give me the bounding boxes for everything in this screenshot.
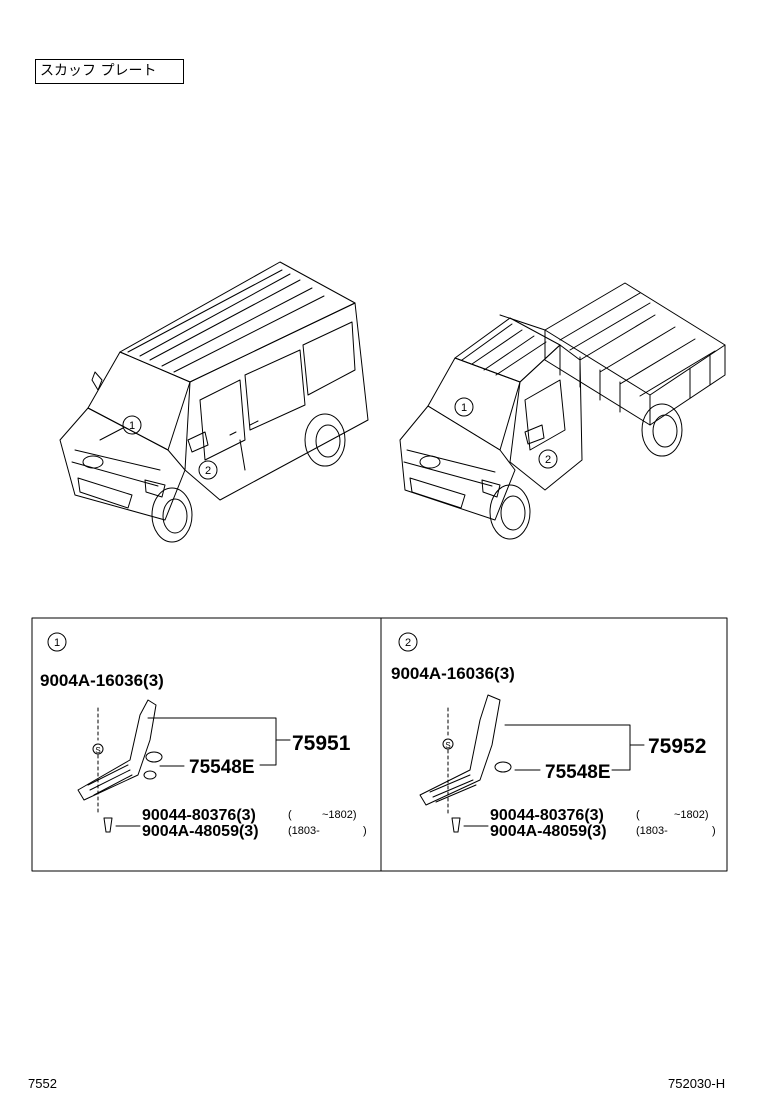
left-sub-part-number: 75548E (189, 757, 255, 778)
truck-illustration (399, 282, 726, 540)
right-panel-marker: 2 (405, 637, 411, 649)
right-sub-part-number: 75548E (545, 762, 611, 783)
right-screw-1-open: ( (636, 809, 640, 821)
truck-callout-2: 2 (545, 454, 551, 466)
right-screw-2-close: ) (712, 825, 716, 837)
right-main-part-number: 75952 (648, 735, 706, 758)
right-screw-1-part-number: 90044-80376(3) (490, 807, 604, 824)
footer-figure-code: 752030-H (668, 1076, 726, 1091)
left-screw-2-close: ) (363, 825, 367, 837)
right-screw-2-part-number: 9004A-48059(3) (490, 823, 607, 840)
right-part-sketch (419, 694, 645, 833)
right-panel-marker-circle (398, 632, 418, 652)
right-s-mark: S (445, 741, 450, 750)
left-screw-1-range: ~1802) (322, 809, 357, 821)
truck-callout-1: 1 (461, 402, 467, 414)
left-panel-marker: 1 (54, 637, 60, 649)
left-s-mark: S (95, 746, 100, 755)
left-screw-1-part-number: 90044-80376(3) (142, 807, 256, 824)
van-illustration (59, 261, 369, 543)
diagram-title: スカッフ プレート (35, 59, 184, 84)
left-screw-2-part-number: 9004A-48059(3) (142, 823, 259, 840)
left-main-part-number: 75951 (292, 732, 351, 755)
left-screw-1-open: ( (288, 809, 292, 821)
left-clip-part-number: 9004A-16036(3) (40, 671, 164, 690)
left-screw-2-range: (1803- (288, 825, 320, 837)
van-callout-2: 2 (205, 465, 211, 477)
van-callout-1: 1 (129, 420, 135, 432)
right-clip-part-number: 9004A-16036(3) (391, 664, 515, 683)
right-screw-2-range: (1803- (636, 825, 668, 837)
left-panel-marker-circle (47, 632, 67, 652)
left-part-sketch (77, 699, 291, 833)
detail-frame (31, 617, 728, 872)
right-screw-1-range: ~1802) (674, 809, 709, 821)
footer-page-code: 7552 (28, 1076, 57, 1091)
